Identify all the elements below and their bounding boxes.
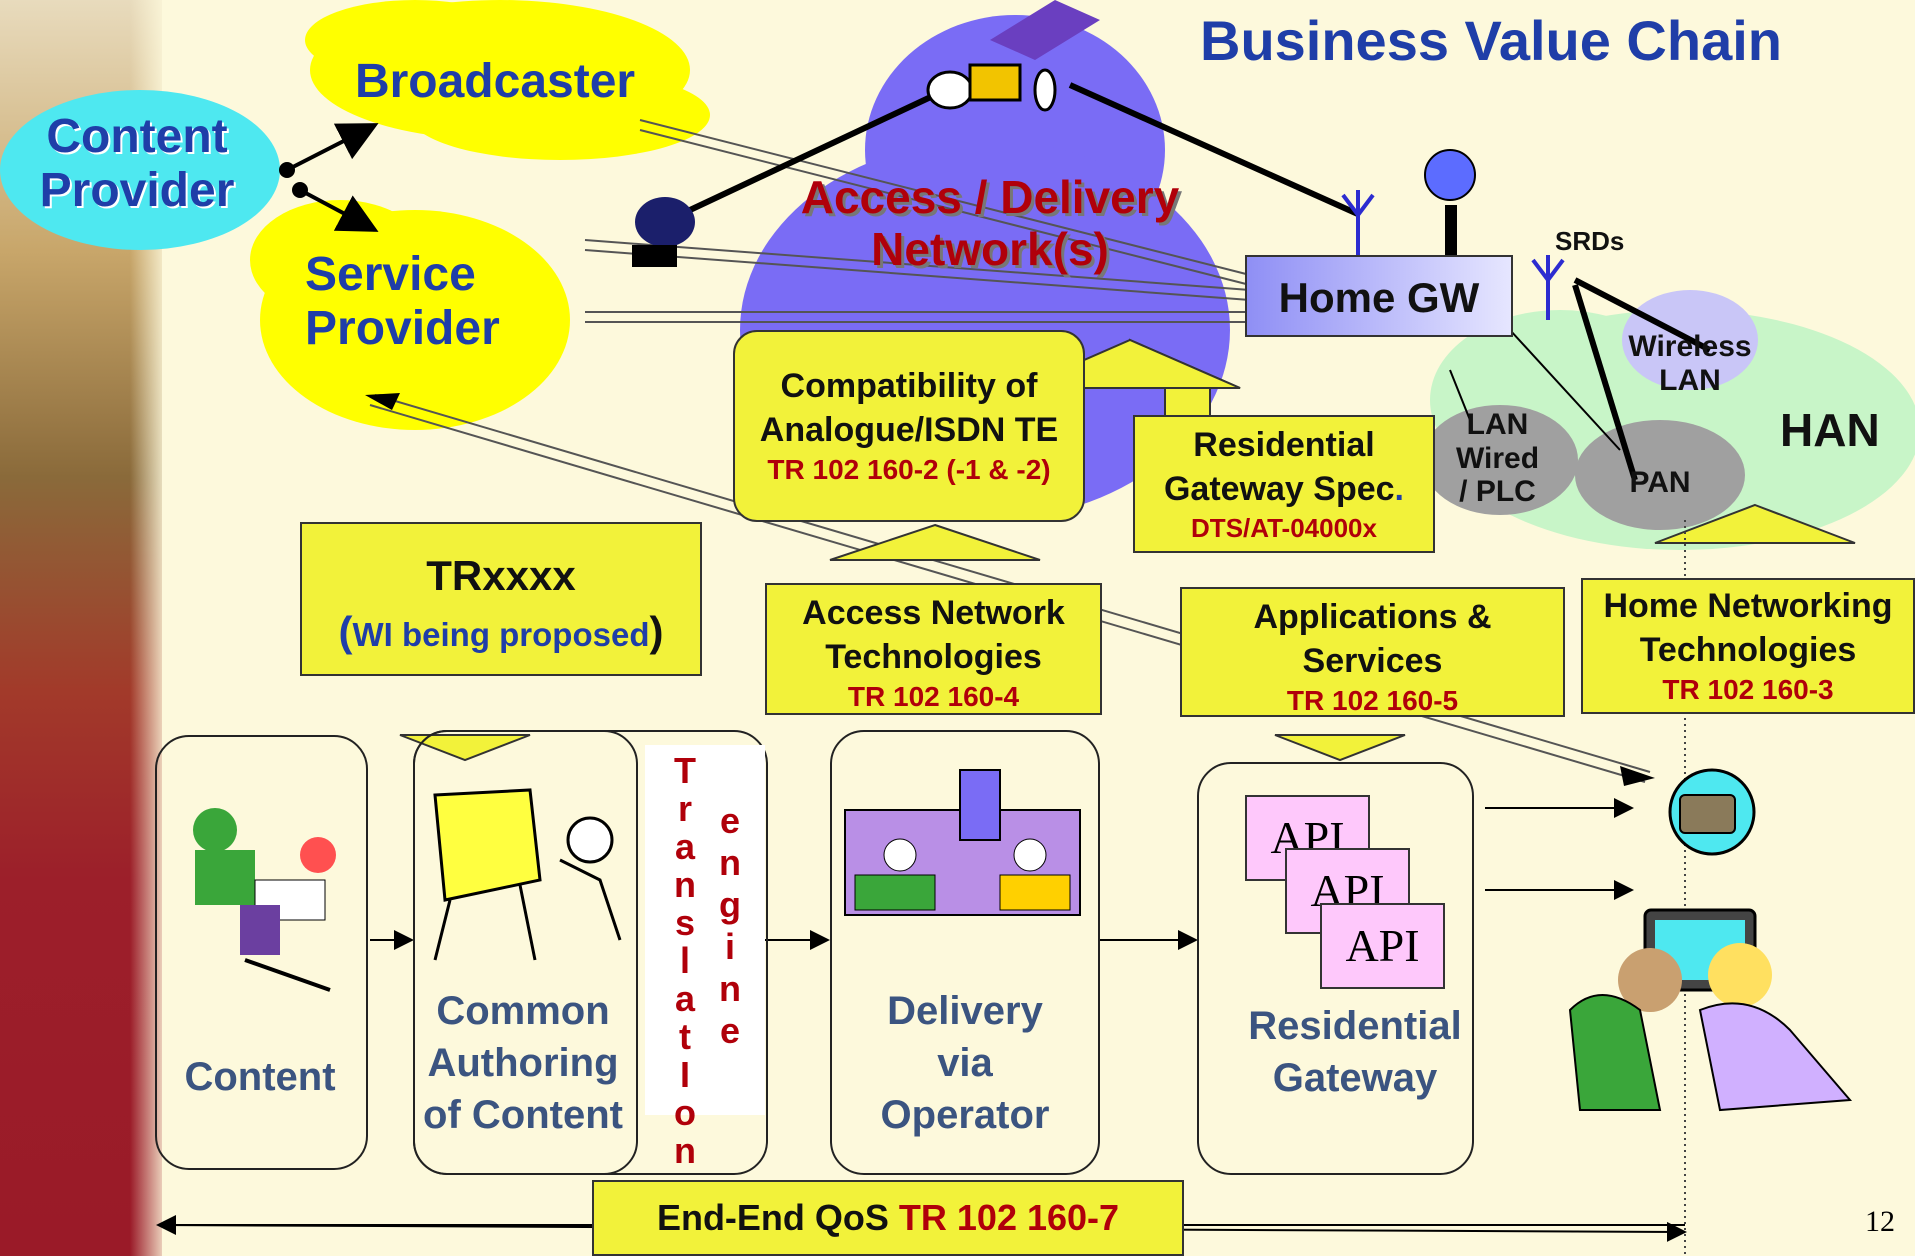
translation-letter: n xyxy=(674,1130,696,1171)
translation-letter: n xyxy=(674,864,696,905)
translation-letter: r xyxy=(677,788,692,829)
pan-label: PAN xyxy=(1629,466,1691,499)
engine-letter: e xyxy=(719,800,741,841)
content-box xyxy=(155,735,368,1170)
translation-letter: l xyxy=(679,940,690,981)
residential-gateway-box xyxy=(1197,762,1474,1175)
engine-letter: e xyxy=(719,1010,741,1051)
delivery-label: Delivery via Operator xyxy=(880,989,1050,1137)
trxxxx-box: TRxxxx (WI being proposed) xyxy=(300,522,702,676)
home-gw-box: Home GW xyxy=(1245,255,1513,337)
content-provider-cloud xyxy=(0,90,280,250)
han-label: HAN xyxy=(1780,404,1880,456)
translation-letter: a xyxy=(674,826,696,867)
delivery-box xyxy=(830,730,1100,1175)
applications-services-box: Applications & Services TR 102 160-5 xyxy=(1180,587,1565,717)
api-block-3: API xyxy=(1320,903,1445,989)
srds-label: SRDs xyxy=(1555,226,1625,256)
residential-gateway-label: Residential Gateway xyxy=(1248,1004,1462,1100)
home-networking-box: Home Networking Technologies TR 102 160-… xyxy=(1581,578,1915,714)
engine-letter: n xyxy=(719,968,741,1009)
authoring-label: Common Authoring of Content xyxy=(423,989,623,1137)
authoring-inner-box xyxy=(413,730,638,1175)
translation-letter: s xyxy=(674,902,696,943)
page-number: 12 xyxy=(1865,1205,1895,1238)
translation-engine-panel xyxy=(645,745,765,1115)
broadcaster-label: Broadcaster xyxy=(354,55,636,108)
engine-letter: n xyxy=(719,842,741,883)
residential-gateway-spec-box: Residential Gateway Spec. DTS/AT-04000x xyxy=(1133,415,1435,553)
wireless-lan-label: Wireless LAN xyxy=(1628,330,1752,397)
page-title: Business Value Chain xyxy=(1200,9,1782,72)
translation-letter: a xyxy=(674,978,696,1019)
qos-box: End-End QoS TR 102 160-7 xyxy=(592,1180,1184,1256)
content-label: Content xyxy=(184,1055,336,1099)
content-provider-label: Content Provider xyxy=(39,110,235,217)
lan-wired-label: LAN Wired / PLC xyxy=(1455,408,1540,509)
compatibility-box: Compatibility of Analogue/ISDN TE TR 102… xyxy=(733,330,1085,522)
engine-letter: i xyxy=(724,926,735,967)
translation-letter: I xyxy=(679,1054,690,1095)
translation-letter: o xyxy=(674,1092,696,1133)
network-label: Access / Delivery Network(s) xyxy=(800,171,1180,275)
access-network-box: Access Network Technologies TR 102 160-4 xyxy=(765,583,1102,715)
translation-letter: t xyxy=(679,1016,691,1057)
engine-letter: g xyxy=(719,884,741,925)
translation-letter: T xyxy=(674,750,696,791)
service-provider-label: Service Provider xyxy=(305,248,500,355)
